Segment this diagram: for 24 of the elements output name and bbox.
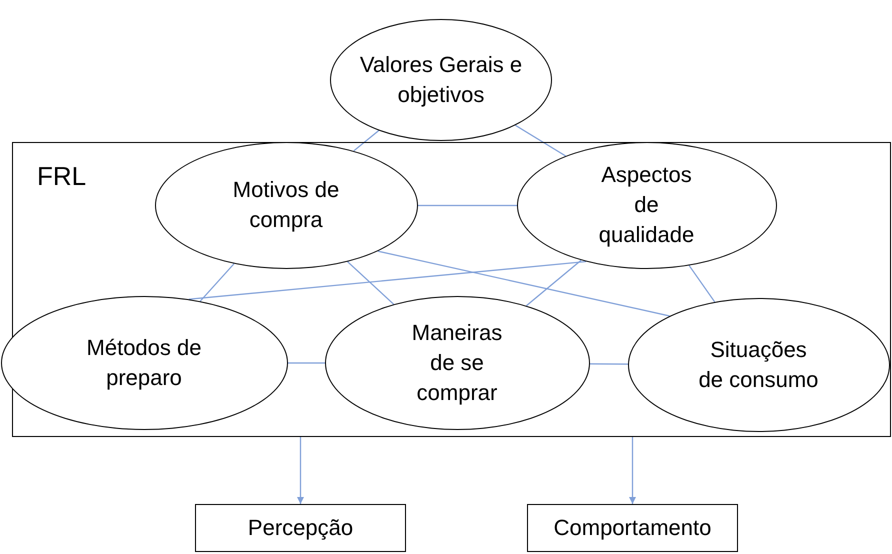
connector-line: [688, 265, 716, 302]
connector-line: [526, 260, 582, 306]
connector-line: [288, 362, 325, 364]
connector-line: [353, 130, 380, 152]
connector-line: [347, 261, 394, 305]
connector-line: [200, 263, 234, 302]
process-box: [527, 504, 738, 552]
node-label: Métodos de preparo: [86, 334, 202, 392]
connector-line: [590, 363, 628, 365]
frame-title: FRL: [37, 161, 86, 192]
node-label: Motivos de compra: [232, 176, 340, 234]
node-label: Comportamento: [552, 514, 712, 542]
connector-line: [515, 124, 566, 156]
node-label: Situações de consumo: [698, 336, 818, 394]
process-box: [195, 504, 406, 552]
node-label: Aspectos de qualidade: [598, 161, 696, 249]
connector-line: [378, 250, 670, 317]
arrow: [297, 437, 304, 504]
connector-line: [188, 260, 586, 300]
connector-line: [418, 204, 517, 206]
node-label: Maneiras de se comprar: [410, 318, 504, 407]
node-label: Percepção: [246, 514, 354, 542]
node-label: Valores Gerais e objetivos: [358, 51, 524, 109]
arrow: [629, 437, 636, 504]
